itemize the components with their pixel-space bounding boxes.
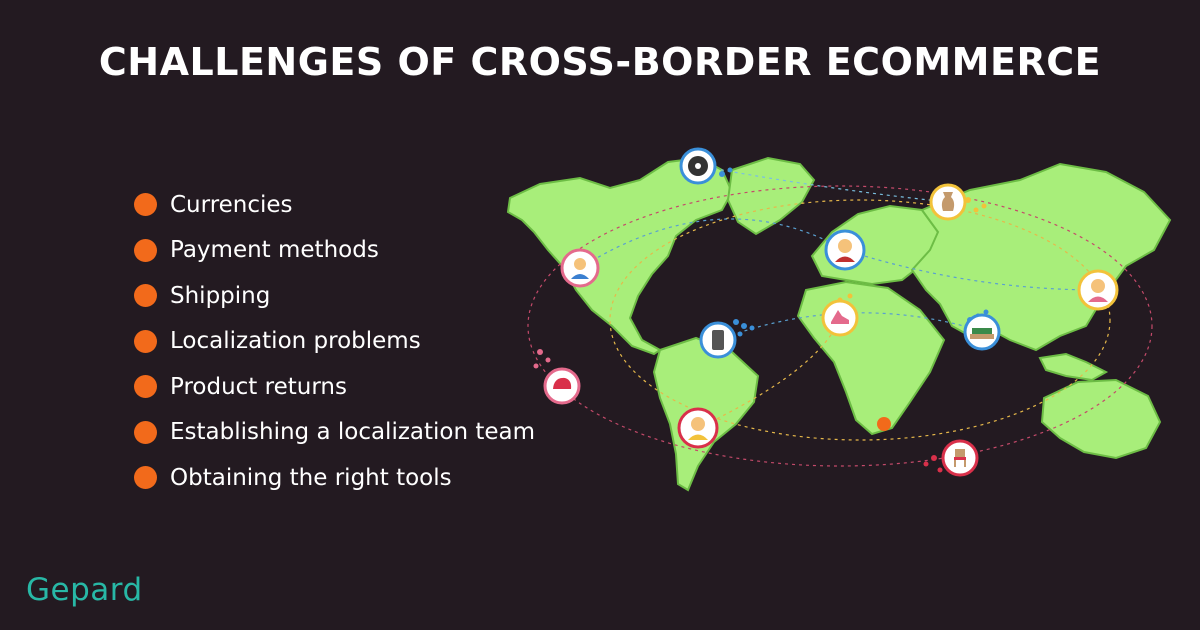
list-item: Obtaining the right tools: [134, 455, 535, 501]
list-item: Currencies: [134, 182, 535, 228]
dot: [537, 349, 543, 355]
bullet-icon: [134, 329, 157, 353]
world-map: [506, 147, 1172, 492]
dot: [965, 197, 971, 203]
product-icons: [543, 147, 1119, 477]
dot: [931, 455, 937, 461]
bullet-icon: [134, 420, 157, 444]
disc-icon: [679, 147, 717, 185]
smartphone-icon: [699, 321, 737, 359]
dot: [719, 171, 725, 177]
logo: Gepard: [26, 572, 143, 608]
bullet-icon: [134, 466, 157, 490]
bullet-icon: [134, 284, 157, 308]
north-america-shape: [506, 156, 734, 356]
south-africa-marker: [877, 417, 891, 431]
list-item-label: Obtaining the right tools: [170, 464, 452, 491]
list-item-label: Establishing a localization team: [170, 419, 536, 446]
list-item-label: Product returns: [170, 373, 347, 400]
person-icon: [824, 229, 866, 271]
challenge-list: Currencies Payment methods Shipping Loca…: [134, 182, 535, 501]
sofa-icon: [963, 313, 1001, 351]
person-icon: [560, 248, 600, 288]
dot: [923, 461, 929, 467]
person-icon: [1077, 269, 1119, 311]
dot: [981, 203, 987, 209]
bullet-icon: [134, 193, 157, 217]
dot: [737, 331, 743, 337]
indonesia-shape: [1038, 352, 1109, 382]
australia-shape: [1040, 378, 1162, 460]
list-item: Establishing a localization team: [134, 410, 535, 456]
list-item: Payment methods: [134, 228, 535, 274]
dot: [733, 319, 739, 325]
dot: [847, 293, 853, 299]
greenland-shape: [726, 156, 816, 236]
route-ring-outer: [527, 185, 1153, 467]
dot: [741, 323, 747, 329]
bullet-icon: [134, 238, 157, 262]
vase-icon: [929, 183, 967, 221]
route-line: [844, 249, 1099, 291]
bullet-icon: [134, 375, 157, 399]
list-item: Localization problems: [134, 319, 535, 365]
list-item-label: Currencies: [170, 191, 293, 218]
cap-icon: [543, 367, 581, 405]
dot: [749, 325, 755, 331]
page-title: CHALLENGES OF CROSS-BORDER ECOMMERCE: [98, 40, 1102, 84]
dot: [545, 357, 551, 363]
africa-shape: [796, 280, 946, 436]
high-heel-icon: [821, 299, 859, 337]
chair-icon: [941, 439, 979, 477]
dot: [533, 363, 539, 369]
list-item: Product returns: [134, 364, 535, 410]
route-ring-inner: [609, 199, 1111, 441]
dot: [727, 167, 733, 173]
route-line: [699, 165, 949, 203]
dot: [983, 309, 989, 315]
person-icon: [677, 407, 719, 449]
list-item-label: Localization problems: [170, 328, 421, 355]
dot: [973, 207, 979, 213]
list-item-label: Shipping: [170, 282, 271, 309]
list-item-label: Payment methods: [170, 237, 379, 264]
dot: [937, 467, 943, 473]
list-item: Shipping: [134, 273, 535, 319]
